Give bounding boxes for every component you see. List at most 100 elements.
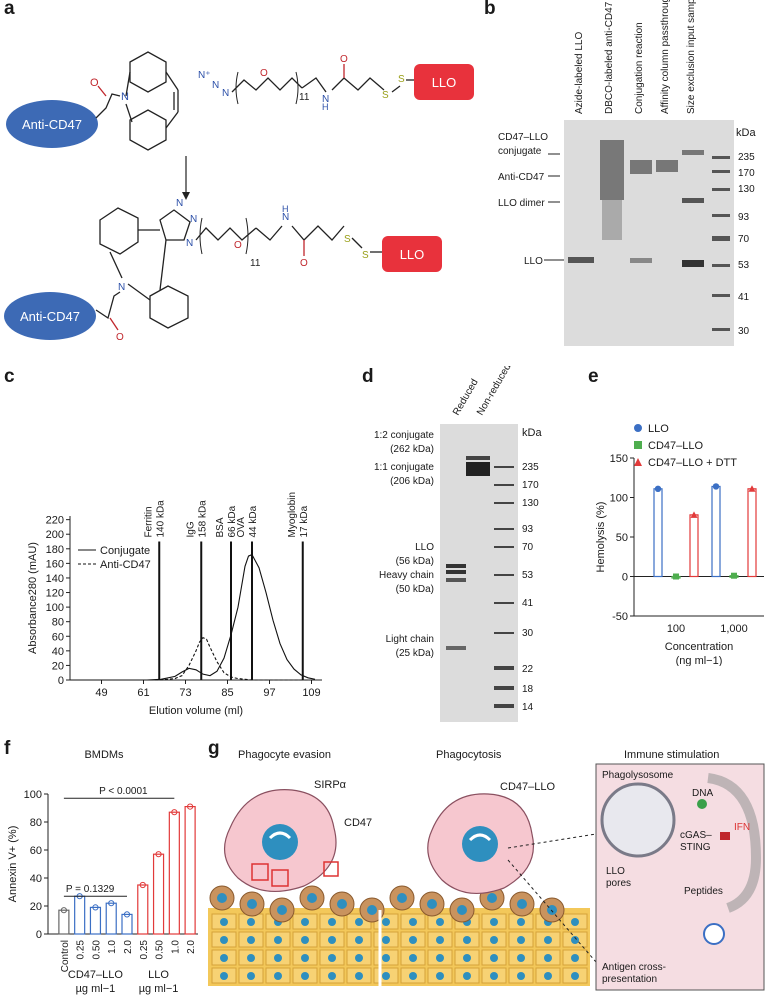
c-standard-mw: 44 kDa [248, 505, 259, 537]
g-tissue-nucleus [301, 972, 309, 980]
f-bar [74, 895, 86, 935]
g-tissue-nucleus [490, 936, 498, 944]
g-cancer-nucleus [217, 893, 227, 903]
antibody-ellipse-top [6, 100, 98, 148]
g-phagolysosome: Phagolysosome [602, 770, 674, 781]
d-marker-label: 53 [522, 570, 534, 581]
e-y-tick-label: 150 [610, 453, 628, 465]
e-point [673, 573, 679, 580]
g-antigen-1: Antigen cross- [602, 962, 666, 973]
g-tissue-nucleus [301, 936, 309, 944]
f-pvalue: P < 0.0001 [99, 786, 148, 797]
c-legend-label: Conjugate [100, 545, 150, 557]
c-standard-mw: 17 kDa [299, 505, 310, 537]
g-tissue-nucleus [382, 972, 390, 980]
g-cancer-nucleus [517, 899, 527, 909]
c-x-tick-label: 85 [221, 687, 233, 699]
llo-box-top [414, 64, 474, 100]
b-lane-label: Affinity column passthrough [660, 0, 671, 114]
f-x-tick-label: 0.25 [76, 940, 87, 960]
b-lane-label: Size exclusion input sample [686, 0, 697, 114]
d-band-mw: (25 kDa) [396, 648, 434, 659]
d-band-mw: (262 kDa) [390, 444, 434, 455]
f-y-tick-label: 40 [30, 873, 42, 885]
d-marker-label: 170 [522, 480, 539, 491]
b-marker-label: 93 [738, 212, 750, 223]
b-lane-label: Azide-labeled LLO [574, 32, 585, 114]
c-standard-mw: 140 kDa [155, 500, 166, 538]
f-group-unit: µg ml−1 [76, 983, 116, 995]
g-tissue-nucleus [463, 972, 471, 980]
f-point [108, 900, 115, 907]
f-point [92, 904, 99, 911]
c-y-tick-label: 220 [46, 515, 64, 527]
g-tissue-nucleus [382, 918, 390, 926]
g-tissue-nucleus [355, 918, 363, 926]
c-x-axis-label: Elution volume (ml) [149, 705, 243, 717]
e-point [654, 485, 662, 493]
svg-text:O: O [234, 240, 242, 251]
b-marker-label: 70 [738, 234, 750, 245]
llo-label-top: LLO [432, 75, 457, 90]
f-x-tick-label: 1.0 [170, 940, 181, 954]
g-tissue-nucleus [382, 954, 390, 962]
b-lane-label: Conjugation reaction [634, 22, 645, 114]
d-marker-label: 18 [522, 684, 534, 695]
g-tissue-nucleus [382, 936, 390, 944]
f-y-tick-label: 0 [36, 929, 42, 941]
antibody-label-top: Anti-CD47 [22, 117, 82, 132]
svg-text:N: N [176, 198, 183, 209]
e-y-axis-label: Hemolysis (%) [595, 502, 607, 573]
llo-label-bottom: LLO [400, 247, 425, 262]
g-llo-pores-2: pores [606, 878, 631, 889]
g-tissue-nucleus [571, 972, 579, 980]
f-x-tick-label: Control [60, 940, 71, 972]
f-bar [168, 811, 180, 935]
c-standard-name: BSA [215, 517, 226, 537]
c-standard-name: OVA [236, 517, 247, 538]
e-legend-marker [634, 424, 642, 432]
b-band-label: LLO [524, 256, 543, 267]
svg-text:N: N [190, 214, 197, 225]
g-antigen-2: presentation [602, 974, 657, 985]
b-marker-label: 170 [738, 168, 755, 179]
c-legend-label: Anti-CD47 [100, 559, 151, 571]
svg-text:N: N [212, 80, 219, 91]
panel-a-chemistry: Anti-CD47 O N N⁺ N N O 11 N H O S S LLO … [4, 51, 474, 343]
e-bar [689, 514, 699, 578]
b-band-label: Anti-CD47 [498, 172, 545, 183]
f-bar [105, 902, 117, 935]
g-tissue-nucleus [220, 954, 228, 962]
svg-text:N⁺: N⁺ [198, 70, 211, 81]
svg-text:N: N [121, 91, 129, 103]
c-x-tick-label: 49 [95, 687, 107, 699]
g-cancer-nucleus [307, 893, 317, 903]
c-y-tick-label: 160 [46, 558, 64, 570]
g-cancer-nucleus [457, 905, 467, 915]
g-title-evasion: Phagocyte evasion [238, 749, 331, 761]
g-tissue-nucleus [490, 954, 498, 962]
c-standard-mw: 66 kDa [227, 505, 238, 537]
g-cancer-nucleus [247, 899, 257, 909]
g-tissue-nucleus [544, 954, 552, 962]
e-bar [653, 488, 663, 578]
d-marker-label: 130 [522, 498, 539, 509]
g-tissue-nucleus [517, 936, 525, 944]
g-tissue-nucleus [355, 936, 363, 944]
c-standard-mw: 158 kDa [197, 500, 208, 538]
d-band-mw: (56 kDa) [396, 556, 434, 567]
f-title: BMDMs [84, 749, 124, 761]
g-tissue-nucleus [328, 936, 336, 944]
b-kda-header: kDa [736, 127, 756, 139]
e-legend-marker [634, 458, 642, 466]
d-band-mw: (206 kDa) [390, 476, 434, 487]
b-marker-label: 130 [738, 184, 755, 195]
b-marker-label: 41 [738, 292, 750, 303]
g-tissue-nucleus [490, 918, 498, 926]
c-x-tick-label: 61 [137, 687, 149, 699]
panel-letter-g: g [208, 738, 220, 759]
c-y-tick-label: 40 [52, 646, 64, 658]
g-tissue-nucleus [328, 954, 336, 962]
g-tissue-nucleus [247, 936, 255, 944]
